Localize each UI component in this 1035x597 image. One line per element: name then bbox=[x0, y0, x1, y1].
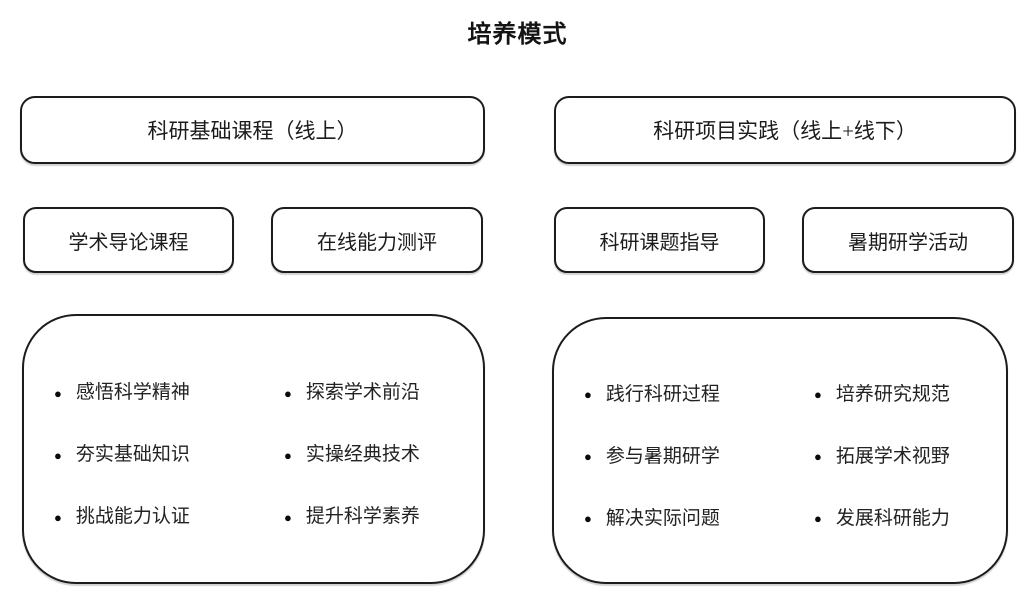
list-item-label: 发展科研能力 bbox=[835, 507, 950, 529]
page-title: 培养模式 bbox=[467, 21, 568, 48]
left-sub-box-intro-course: 学术导论课程 bbox=[23, 207, 234, 273]
left-detail-box: ● 感悟科学精神 ● 探索学术前沿 ● 夯实基础知识 ● 实操经典技术 bbox=[22, 314, 485, 584]
left-header-box: 科研基础课程（线上） bbox=[20, 96, 485, 164]
bullet-icon: ● bbox=[814, 449, 822, 464]
left-header-label: 科研基础课程（线上） bbox=[147, 119, 358, 143]
right-header-box: 科研项目实践（线上+线下） bbox=[554, 96, 1016, 164]
list-item-label: 感悟科学精神 bbox=[75, 382, 190, 403]
list-item: ● 践行科研过程 bbox=[584, 382, 814, 408]
right-sub-box-summer-program: 暑期研学活动 bbox=[802, 207, 1014, 273]
list-item: ● 实操经典技术 bbox=[284, 442, 514, 468]
bullet-row: ● 解决实际问题 ● 发展科研能力 bbox=[584, 506, 1035, 532]
bullet-icon: ● bbox=[54, 447, 62, 463]
list-item: ● 挑战能力认证 bbox=[54, 504, 284, 530]
list-item-label: 践行科研过程 bbox=[605, 383, 720, 405]
right-sub-box-2-label: 暑期研学活动 bbox=[848, 231, 968, 254]
left-bullet-list: ● 感悟科学精神 ● 探索学术前沿 ● 夯实基础知识 ● 实操经典技术 bbox=[24, 316, 514, 582]
bullet-icon: ● bbox=[814, 387, 822, 402]
bullet-row: ● 挑战能力认证 ● 提升科学素养 bbox=[54, 504, 514, 530]
right-detail-box: ● 践行科研过程 ● 培养研究规范 ● 参与暑期研学 ● 拓展学术视野 bbox=[552, 317, 1008, 584]
bullet-row: ● 感悟科学精神 ● 探索学术前沿 bbox=[54, 380, 514, 406]
list-item-label: 实操经典技术 bbox=[305, 444, 420, 465]
list-item: ● 发展科研能力 bbox=[814, 506, 1035, 532]
left-sub-box-1-label: 学术导论课程 bbox=[68, 231, 189, 254]
left-sub-box-online-assessment: 在线能力测评 bbox=[271, 207, 483, 273]
bullet-icon: ● bbox=[584, 511, 592, 526]
bullet-icon: ● bbox=[584, 449, 592, 464]
bullet-icon: ● bbox=[54, 509, 62, 525]
list-item: ● 夯实基础知识 bbox=[54, 442, 284, 468]
right-sub-box-1-label: 科研课题指导 bbox=[599, 231, 720, 254]
list-item: ● 参与暑期研学 bbox=[584, 444, 814, 470]
list-item-label: 培养研究规范 bbox=[835, 383, 950, 405]
right-sub-box-topic-guidance: 科研课题指导 bbox=[554, 207, 765, 273]
left-sub-box-2-label: 在线能力测评 bbox=[317, 231, 437, 254]
bullet-icon: ● bbox=[584, 387, 592, 402]
list-item: ● 拓展学术视野 bbox=[814, 444, 1035, 470]
list-item-label: 拓展学术视野 bbox=[835, 445, 950, 467]
list-item: ● 培养研究规范 bbox=[814, 382, 1035, 408]
bullet-row: ● 夯实基础知识 ● 实操经典技术 bbox=[54, 442, 514, 468]
bullet-icon: ● bbox=[284, 385, 292, 401]
list-item-label: 探索学术前沿 bbox=[305, 382, 420, 403]
list-item-label: 解决实际问题 bbox=[605, 507, 720, 529]
right-header-label: 科研项目实践（线上+线下） bbox=[653, 119, 917, 143]
list-item-label: 夯实基础知识 bbox=[75, 444, 190, 465]
list-item: ● 解决实际问题 bbox=[584, 506, 814, 532]
bullet-icon: ● bbox=[284, 509, 292, 525]
list-item: ● 探索学术前沿 bbox=[284, 380, 514, 406]
bullet-row: ● 参与暑期研学 ● 拓展学术视野 bbox=[584, 444, 1035, 470]
bullet-icon: ● bbox=[814, 511, 822, 526]
bullet-icon: ● bbox=[284, 447, 292, 463]
list-item: ● 提升科学素养 bbox=[284, 504, 514, 530]
bullet-icon: ● bbox=[54, 385, 62, 401]
list-item: ● 感悟科学精神 bbox=[54, 380, 284, 406]
right-bullet-list: ● 践行科研过程 ● 培养研究规范 ● 参与暑期研学 ● 拓展学术视野 bbox=[554, 319, 1035, 582]
bullet-row: ● 践行科研过程 ● 培养研究规范 bbox=[584, 382, 1035, 408]
list-item-label: 参与暑期研学 bbox=[605, 445, 720, 467]
list-item-label: 挑战能力认证 bbox=[75, 506, 190, 527]
list-item-label: 提升科学素养 bbox=[305, 506, 420, 527]
